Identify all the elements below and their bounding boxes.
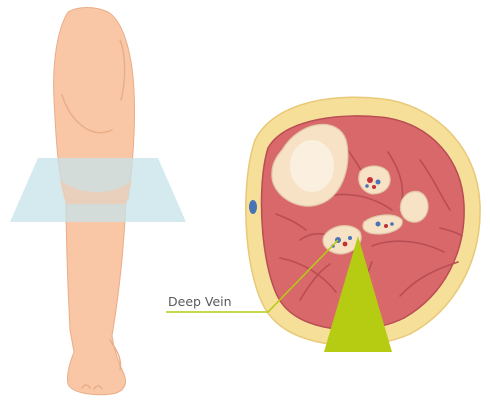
small-bone [400, 191, 428, 222]
femur-marrow [290, 140, 334, 192]
section-plane [10, 158, 186, 222]
lower-leg-shape [66, 200, 126, 395]
vessel-bundle-upper [359, 166, 390, 194]
deep-vein-label: Deep Vein [168, 294, 232, 309]
superficial-vein [249, 200, 257, 214]
